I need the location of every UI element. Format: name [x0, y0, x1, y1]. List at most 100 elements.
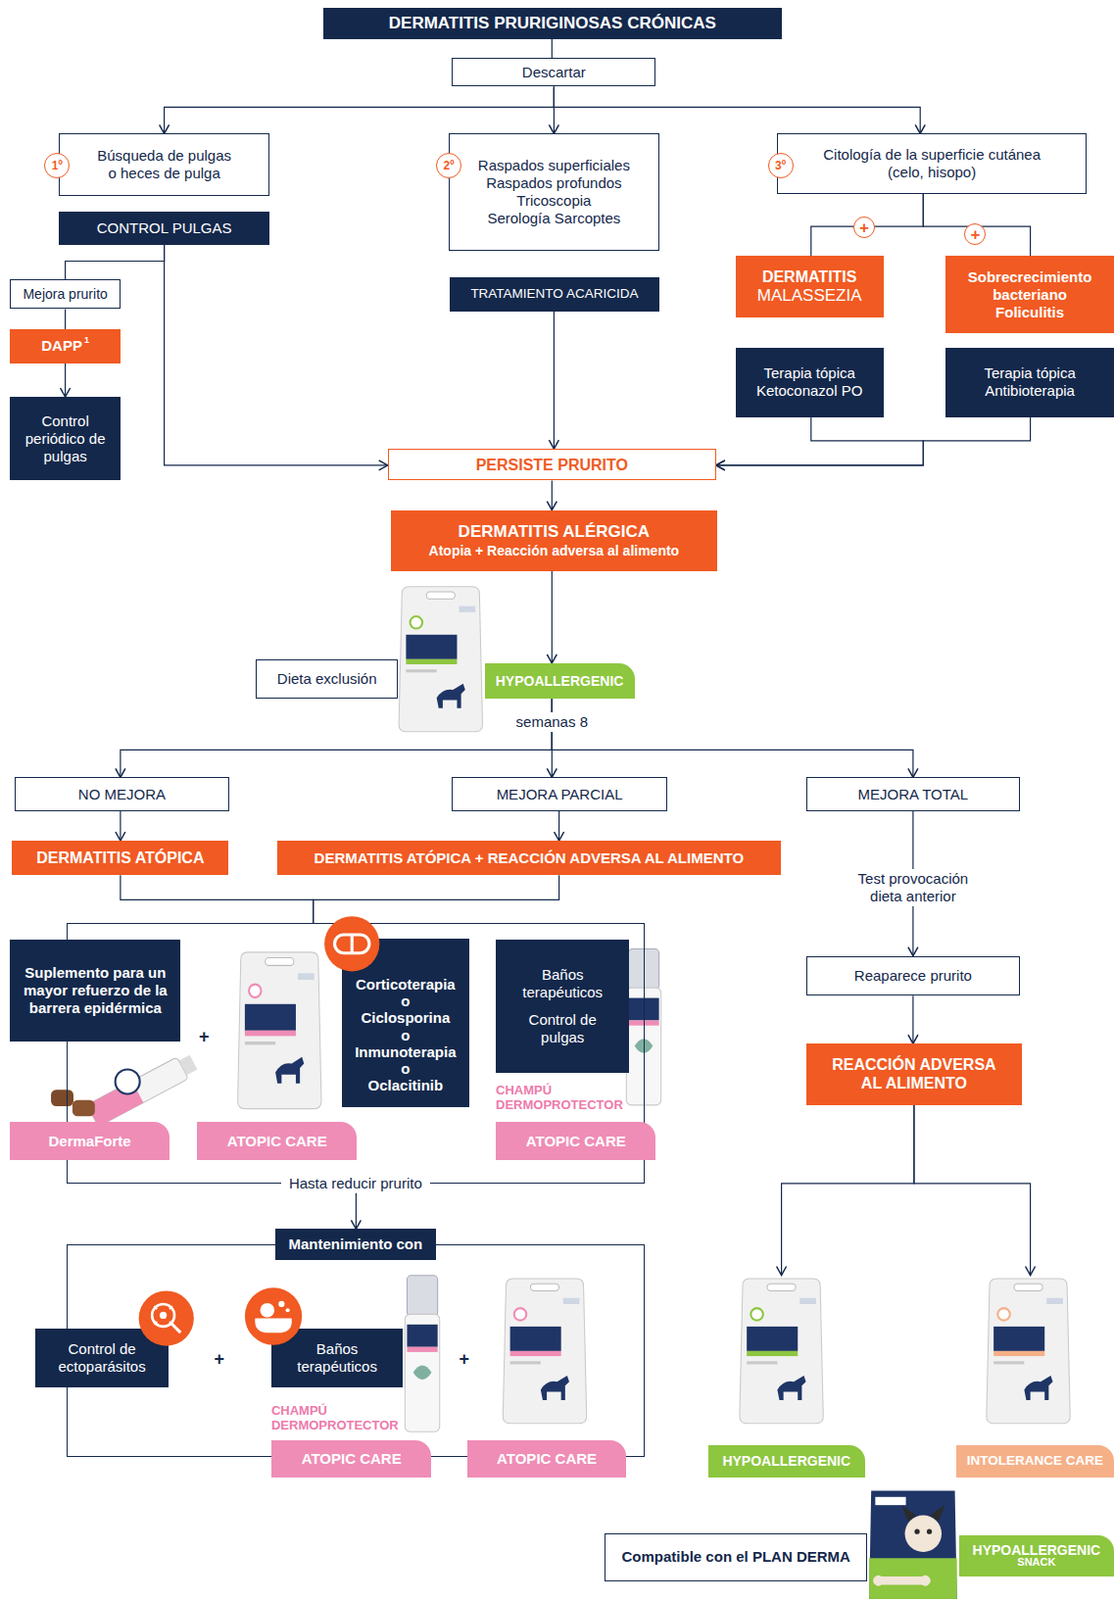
- process-box: CONTROL PULGAS: [58, 211, 269, 245]
- node-text: Tricoscopia: [516, 192, 591, 210]
- process-box: MEJORA TOTAL: [806, 776, 1021, 811]
- food-bag: [502, 1278, 586, 1424]
- connector: [781, 1105, 915, 1276]
- process-box: Búsqueda de pulgas o heces de pulga: [58, 133, 269, 196]
- node-text: Descartar: [522, 63, 586, 82]
- node-text: Hasta reducir prurito: [281, 1174, 431, 1193]
- node-text: Suplemento para un mayor refuerzo de la …: [17, 964, 173, 1018]
- node-text: Oclacitinib: [368, 1076, 444, 1094]
- node-text: Control periódico de pulgas: [17, 412, 112, 466]
- node-text: Control de ectoparásitos: [43, 1340, 160, 1376]
- product-tag: INTOLERANCE CARE: [956, 1275, 1114, 1478]
- process-box: NO MEJORA: [14, 776, 231, 811]
- process-box: Control periódico de pulgas: [9, 396, 120, 481]
- node-text: Mantenimiento con: [275, 1228, 437, 1260]
- process-box: Raspados superficialesRaspados profundos…: [448, 133, 659, 251]
- product-tag: HYPOALLERGENIC: [484, 663, 635, 699]
- connector: [164, 87, 555, 135]
- edge-label: Test provocación dieta anterior: [842, 869, 983, 907]
- process-box: Descartar: [451, 57, 656, 87]
- node-text: DAPP: [41, 337, 83, 355]
- node-text: Ketoconazol PO: [756, 382, 863, 400]
- node-text: PERSISTE PRURITO: [476, 455, 629, 475]
- process-box: Baños terapéuticosControl de pulgas: [495, 939, 630, 1073]
- edge-label-holder: Test provocación dieta anterior: [842, 869, 983, 907]
- node-text: Sobrecrecimiento bacteriano Foliculitis: [959, 268, 1101, 322]
- node-text: Baños terapéuticos: [279, 1340, 395, 1376]
- node-text: o: [400, 1026, 410, 1044]
- product-tag: ATOPIC CARE: [271, 1440, 432, 1477]
- connector: [120, 874, 314, 923]
- process-box: Mejora prurito: [9, 279, 120, 309]
- process-box: Terapia tópicaAntibioterapia: [945, 347, 1114, 418]
- node-text: ATOPIC CARE: [526, 1132, 627, 1151]
- connector: [64, 363, 66, 397]
- connector: [553, 87, 555, 135]
- group-frame: Hasta reducir pruritoSuplemento para un …: [66, 922, 645, 1184]
- node-text: Dieta exclusión: [277, 670, 378, 688]
- node-text: Control de pulgas: [509, 1011, 616, 1047]
- diagnosis-box: DERMATITIS ALÉRGICAAtopia + Reacción adv…: [390, 510, 718, 572]
- node-text: ATOPIC CARE: [227, 1132, 328, 1151]
- node-text: HYPOALLERGENIC: [708, 1445, 866, 1478]
- node-text: Citología de la superficie cutánea: [823, 145, 1041, 164]
- connector: [811, 193, 924, 256]
- connector: [120, 698, 552, 777]
- node-text: HYPOALLERGENIC: [495, 673, 625, 690]
- node-text: Terapia tópica: [763, 364, 855, 383]
- connector: [65, 244, 165, 280]
- product-tag: HYPOALLERGENICSNACK: [959, 1535, 1114, 1577]
- node-text: REACCIÓN ADVERSA AL ALIMENTO: [823, 1055, 1006, 1093]
- node-text: Inmunoterapia: [354, 1043, 456, 1061]
- node-text: MEJORA PARCIAL: [496, 785, 624, 804]
- plus-sign: +: [214, 1348, 226, 1369]
- process-box: Dieta exclusión: [255, 659, 398, 700]
- node-text: o: [400, 992, 410, 1010]
- node-text: NO MEJORA: [78, 785, 166, 804]
- connector: [551, 698, 914, 777]
- node-text: DERMATITIS ATÓPICA: [36, 848, 204, 868]
- node-text: SNACK: [1017, 1556, 1056, 1569]
- product-tag: HYPOALLERGENIC: [708, 1275, 866, 1478]
- connector: [553, 87, 921, 135]
- food-bag: [238, 952, 322, 1110]
- node-text: ATOPIC CARE: [301, 1450, 402, 1468]
- node-text: MEJORA TOTAL: [858, 785, 969, 804]
- node-text: (celo, hisopo): [887, 163, 976, 182]
- connector: [355, 1193, 357, 1230]
- node-text: Reaparece prurito: [854, 967, 972, 985]
- connector: [558, 811, 560, 841]
- process-box: CorticoterapiaoCiclosporinaoInmunoterapi…: [341, 938, 470, 1108]
- node-text: CONTROL PULGAS: [96, 219, 233, 238]
- title-band: DERMATITIS PRURIGINOSAS CRÓNICAS: [323, 7, 782, 39]
- node-text: TRATAMIENTO ACARICIDA: [470, 286, 638, 302]
- food-bag: [398, 586, 483, 732]
- callout-number: 2º: [435, 152, 462, 179]
- node-text: Raspados profundos: [485, 174, 622, 193]
- connector: [164, 244, 388, 466]
- connector: [551, 39, 553, 59]
- process-box: Baños terapéuticos: [271, 1328, 403, 1388]
- label-holder: +: [853, 216, 875, 239]
- label-holder: CHAMPÚ DERMOPROTECTOR: [495, 1083, 624, 1114]
- connector: [64, 309, 66, 331]
- connector: [551, 698, 553, 777]
- connector: [912, 995, 914, 1044]
- supplement-tube: [50, 1051, 199, 1127]
- process-box: Suplemento para un mayor refuerzo de la …: [9, 939, 181, 1042]
- label-holder: 2º: [435, 152, 462, 179]
- node-text: Búsqueda de pulgas o heces de pulga: [94, 146, 234, 183]
- node-text: 1: [84, 335, 90, 346]
- node-text: o: [400, 1060, 410, 1077]
- process-box: Control de ectoparásitos: [35, 1328, 168, 1388]
- label-holder: CHAMPÚ DERMOPROTECTOR: [271, 1404, 399, 1434]
- process-box: Compatible con el PLAN DERMA: [604, 1533, 868, 1582]
- process-box: MEJORA PARCIAL: [451, 776, 668, 811]
- bath-icon: [244, 1287, 302, 1345]
- label-holder: +: [964, 223, 986, 245]
- process-box: Terapia tópicaKetoconazol PO: [735, 347, 884, 418]
- node-text: Corticoterapia: [355, 975, 456, 993]
- product-name: CHAMPÚ DERMOPROTECTOR: [495, 1083, 624, 1114]
- callout-number: 3º: [768, 152, 794, 179]
